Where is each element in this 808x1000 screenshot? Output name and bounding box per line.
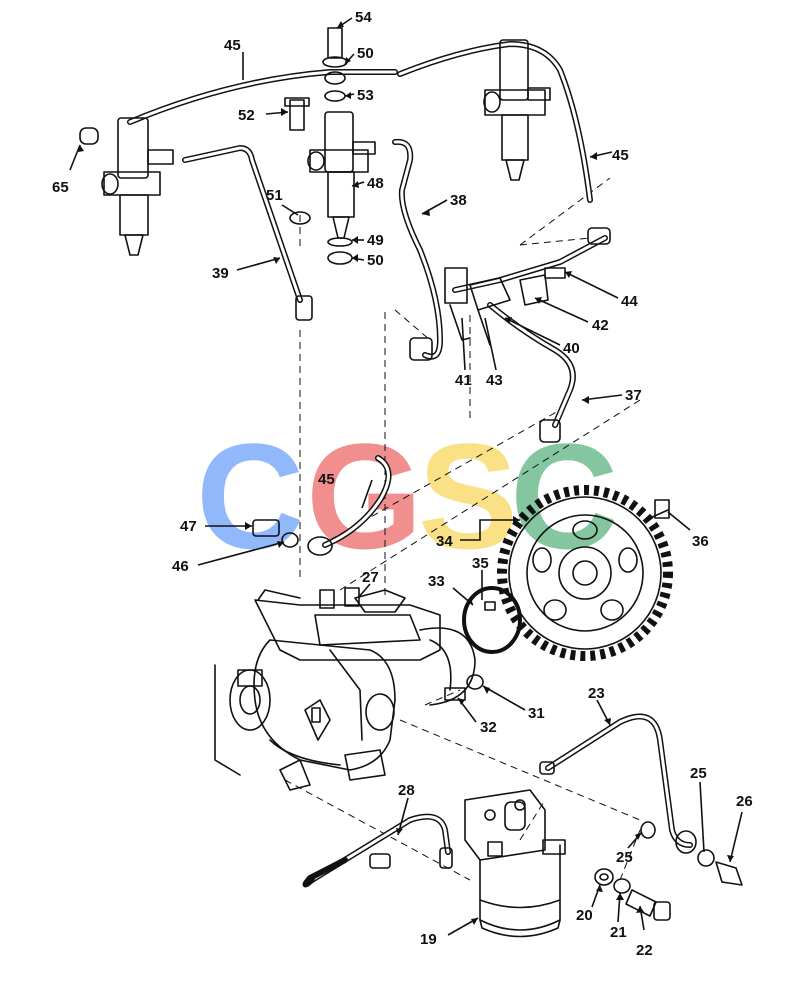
callout-39: 39 [212, 265, 229, 282]
callout-43: 43 [486, 372, 503, 389]
callout-54: 54 [355, 9, 372, 26]
callout-33: 33 [428, 573, 445, 590]
callout-31: 31 [528, 705, 545, 722]
alignment-lines [284, 177, 641, 881]
callout-19: 19 [420, 931, 437, 948]
callout-36: 36 [692, 533, 709, 550]
callout-37: 37 [625, 387, 642, 404]
callout-41: 41 [455, 372, 472, 389]
filter-hardware [369, 761, 743, 921]
arrowheads [78, 21, 734, 925]
callout-26: 26 [736, 793, 753, 810]
callout-27: 27 [362, 569, 379, 586]
callout-45: 45 [318, 471, 335, 488]
callout-45: 45 [224, 37, 241, 54]
callout-50: 50 [357, 45, 374, 62]
watermark-letter-3: S [418, 412, 518, 580]
callout-28: 28 [398, 782, 415, 799]
injector-left [79, 117, 174, 256]
pipe-clamps [444, 267, 566, 346]
callout-34: 34 [436, 533, 453, 550]
callout-47: 47 [180, 518, 197, 535]
callout-52: 52 [238, 107, 255, 124]
callout-35: 35 [472, 555, 489, 572]
injection-pump [214, 587, 476, 791]
callout-25: 25 [690, 765, 707, 782]
callout-46: 46 [172, 558, 189, 575]
callout-51: 51 [266, 187, 283, 204]
callout-45: 45 [612, 147, 629, 164]
callout-65: 65 [52, 179, 69, 196]
callout-44: 44 [621, 293, 638, 310]
callout-49: 49 [367, 232, 384, 249]
pump-fittings [252, 499, 670, 701]
callout-21: 21 [610, 924, 627, 941]
callout-32: 32 [480, 719, 497, 736]
callout-20: 20 [576, 907, 593, 924]
callout-40: 40 [563, 340, 580, 357]
watermark-letter-2: G [306, 412, 423, 580]
callout-38: 38 [450, 192, 467, 209]
watermark-letter-1: C [196, 412, 304, 580]
callout-48: 48 [367, 175, 384, 192]
callout-23: 23 [588, 685, 605, 702]
callout-22: 22 [636, 942, 653, 959]
callout-25: 25 [616, 849, 633, 866]
watermark-letter-4: C [510, 412, 618, 580]
callout-numbers: 54 50 53 52 45 45 45 65 48 51 49 50 39 3… [52, 9, 753, 959]
callout-50: 50 [367, 252, 384, 269]
o-ring [462, 586, 522, 654]
callout-53: 53 [357, 87, 374, 104]
fuel-filter [464, 789, 566, 938]
drive-gear [497, 485, 673, 661]
injector-right [483, 39, 551, 181]
watermark: C G S C [196, 412, 618, 580]
top-fittings [284, 27, 611, 443]
injector-center [307, 111, 376, 239]
callout-42: 42 [592, 317, 609, 334]
